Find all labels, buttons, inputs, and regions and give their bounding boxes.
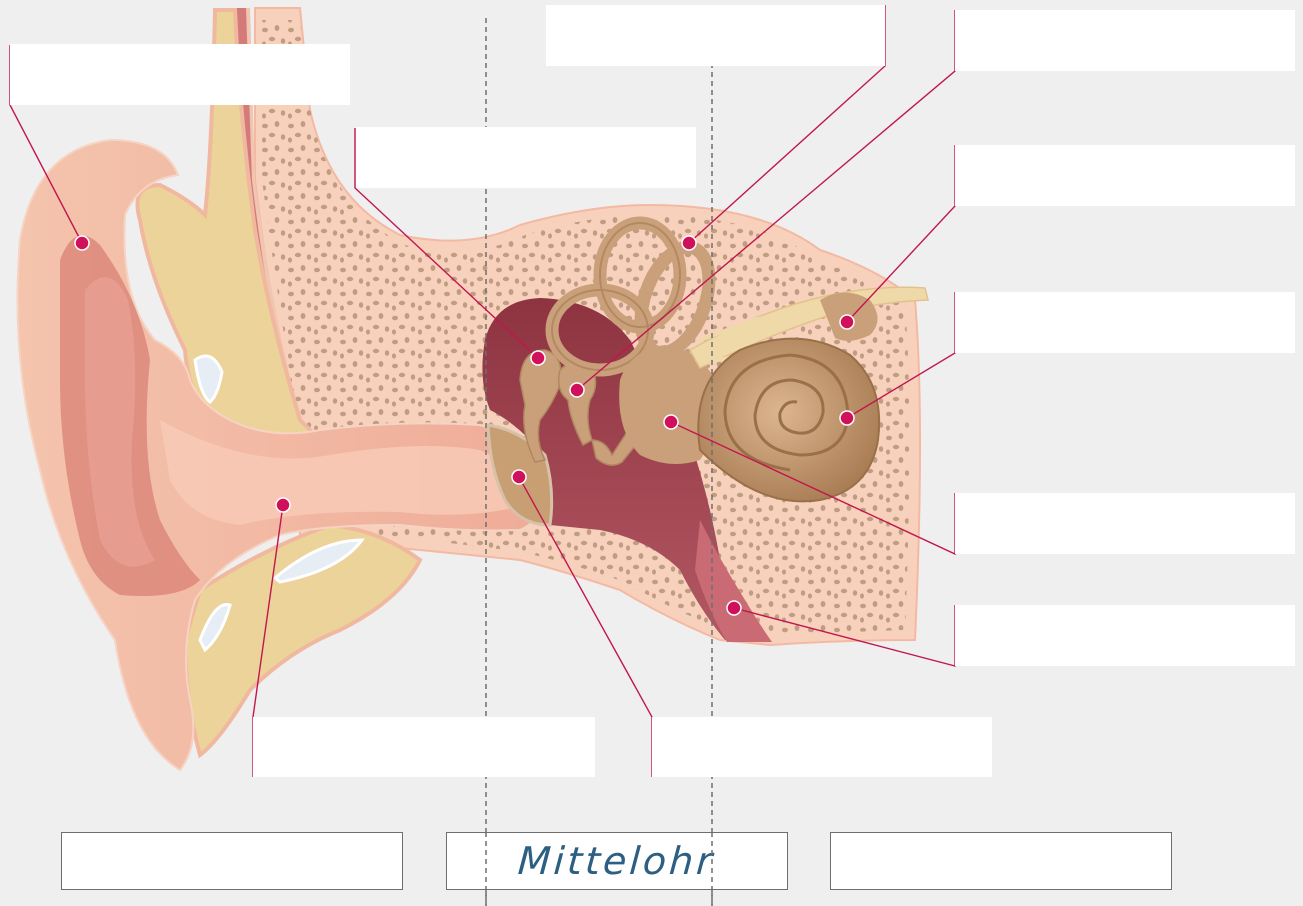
answer-box-ohrmuschel[interactable]	[10, 44, 350, 105]
region-box-inner-ear[interactable]	[830, 832, 1172, 890]
answer-box-hoernerv[interactable]	[955, 145, 1295, 206]
answer-box-gehoergang[interactable]	[253, 717, 595, 777]
answer-box-ohrtrompete[interactable]	[955, 605, 1295, 666]
answer-box-bogengaenge[interactable]	[546, 5, 885, 66]
answer-box-steigbuegel[interactable]	[955, 493, 1295, 554]
answer-box-amboss[interactable]	[955, 10, 1295, 71]
region-box-middle-ear[interactable]: Mittelohr	[446, 832, 788, 890]
answer-box-gehoergangsknochen[interactable]	[356, 127, 696, 188]
answer-box-schnecke[interactable]	[955, 292, 1295, 353]
region-label-middle-ear: Mittelohr	[517, 839, 717, 883]
region-box-outer-ear[interactable]	[61, 832, 403, 890]
answer-box-trommelfell[interactable]	[652, 717, 992, 777]
